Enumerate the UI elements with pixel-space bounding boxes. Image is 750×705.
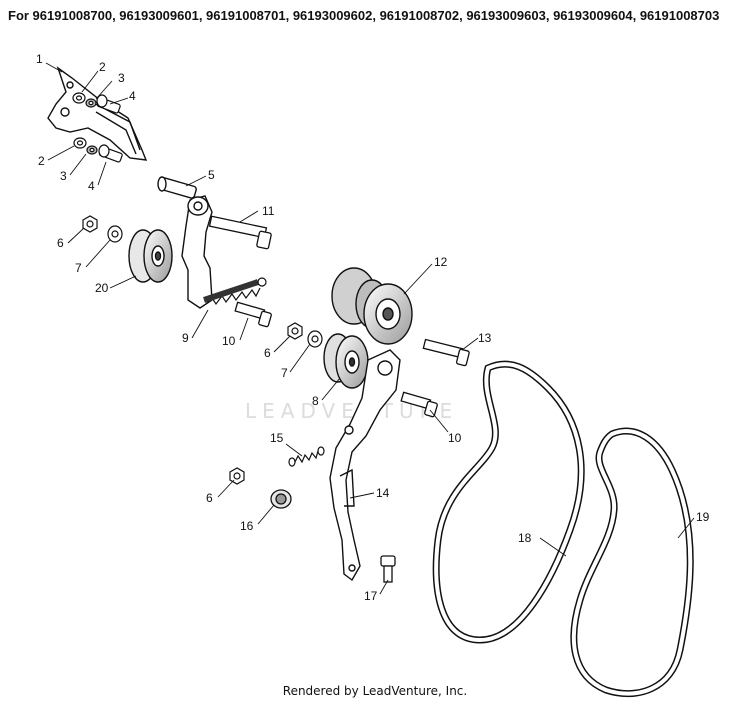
flat-washer-part (307, 330, 323, 348)
rendered-by-footer: Rendered by LeadVenture, Inc. (282, 684, 468, 698)
callout-labels: 1 2 3 4 2 3 4 5 11 6 7 20 9 10 6 7 8 12 … (36, 52, 710, 603)
bolt-part (98, 144, 123, 163)
idler-arm-part (157, 176, 213, 309)
callout-2: 2 (99, 60, 106, 74)
washer-part (73, 137, 87, 149)
callout-4: 4 (129, 89, 136, 103)
callout-18: 18 (518, 531, 532, 545)
callout-17: 17 (364, 589, 378, 603)
hex-bolt-part (234, 301, 272, 328)
callout-7: 7 (281, 366, 288, 380)
center-flat-pulley-part (323, 333, 369, 389)
lock-nut-part (85, 98, 97, 108)
drive-belt-18-part (432, 360, 585, 644)
shoulder-bolt-part (208, 215, 272, 250)
bracket-plate-part (47, 66, 148, 161)
hex-nut-part (82, 215, 98, 233)
callout-3: 3 (60, 169, 67, 183)
lock-nut-part (86, 145, 98, 155)
callout-8: 8 (312, 394, 319, 408)
washer-part (72, 92, 86, 104)
v-idler-pulley-part (331, 267, 413, 345)
hex-bolt-part (400, 391, 438, 418)
extension-spring-part (203, 277, 267, 306)
callout-20: 20 (95, 281, 109, 295)
callout-3: 3 (118, 71, 125, 85)
flat-idler-pulley-part (128, 229, 173, 283)
deck-belt-19-part (570, 427, 694, 698)
flat-washer-part (107, 225, 123, 243)
callout-10: 10 (448, 431, 462, 445)
flange-nut-part (270, 489, 292, 509)
lower-idler-arm-part (329, 349, 401, 582)
callout-2: 2 (38, 154, 45, 168)
callout-14: 14 (376, 486, 390, 500)
bolt-part (96, 94, 121, 114)
hex-nut-part (287, 322, 303, 340)
callout-5: 5 (208, 168, 215, 182)
model-numbers-header: For 96191008700, 96193009601, 9619100870… (8, 8, 720, 23)
small-spring-part (288, 446, 325, 467)
callout-19: 19 (696, 510, 710, 524)
callout-1: 1 (36, 52, 43, 66)
callout-12: 12 (434, 255, 448, 269)
callout-16: 16 (240, 519, 254, 533)
callout-15: 15 (270, 431, 284, 445)
callout-4: 4 (88, 179, 95, 193)
callout-11: 11 (262, 204, 275, 218)
callout-6: 6 (57, 236, 64, 250)
callout-7: 7 (75, 261, 82, 275)
callout-6: 6 (206, 491, 213, 505)
callout-9: 9 (182, 331, 189, 345)
callout-6: 6 (264, 346, 271, 360)
callout-13: 13 (478, 331, 492, 345)
callout-10: 10 (222, 334, 236, 348)
long-bolt-part (422, 338, 470, 367)
short-bolt-part (380, 555, 396, 583)
leader-lines (45, 62, 695, 595)
